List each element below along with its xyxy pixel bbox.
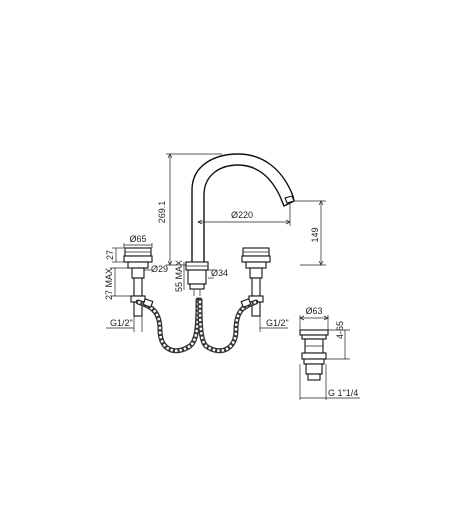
handle-mount-label: 27 MAX bbox=[104, 268, 114, 300]
right-handle-valve bbox=[241, 247, 271, 317]
handle-diameter-label: Ø65 bbox=[129, 234, 146, 244]
drain-height-label: 4-65 bbox=[335, 321, 345, 339]
spout-base-diameter-dimension: Ø34 bbox=[208, 268, 228, 279]
spout-reach-label: Ø220 bbox=[231, 210, 253, 220]
drain-diameter-label: Ø63 bbox=[305, 306, 322, 316]
spout-base-diameter-label: Ø34 bbox=[211, 268, 228, 278]
handle-height-label: 27 bbox=[105, 250, 115, 260]
handle-height-dimension: 27 bbox=[105, 247, 124, 263]
spout-mount-dimension: 55 MAX bbox=[174, 260, 185, 292]
thread-right-dimension: G1/2" bbox=[259, 316, 289, 332]
drain-height-dimension: 4-65 bbox=[326, 321, 350, 360]
thread-left-dimension: G1/2" bbox=[106, 316, 143, 332]
drain-assembly bbox=[299, 329, 329, 381]
drain-thread-label: G 1"1/4 bbox=[328, 388, 358, 398]
drain-diameter-dimension: Ø63 bbox=[299, 306, 329, 330]
spout-reach-dimension: Ø220 bbox=[197, 204, 291, 226]
handle-diameter-dimension: Ø65 bbox=[123, 234, 153, 248]
spout-height-dimension: 149 bbox=[294, 200, 326, 266]
spout-height-label: 149 bbox=[310, 227, 320, 242]
height-dimension: 269.1 bbox=[157, 153, 222, 266]
hoses bbox=[135, 297, 259, 354]
stem-diameter-label: Ø29 bbox=[151, 264, 168, 274]
handle-mount-dimension: 27 MAX bbox=[104, 267, 132, 300]
thread-right-label: G1/2" bbox=[266, 318, 289, 328]
thread-left-label: G1/2" bbox=[110, 318, 133, 328]
stem-diameter-dimension: Ø29 bbox=[144, 264, 168, 274]
spout-base bbox=[185, 261, 209, 296]
left-handle-valve bbox=[123, 247, 153, 317]
height-total-label: 269.1 bbox=[157, 201, 167, 224]
spout bbox=[191, 153, 295, 262]
drain-thread-dimension: G 1"1/4 bbox=[299, 364, 360, 400]
spout-mount-label: 55 MAX bbox=[174, 260, 184, 292]
